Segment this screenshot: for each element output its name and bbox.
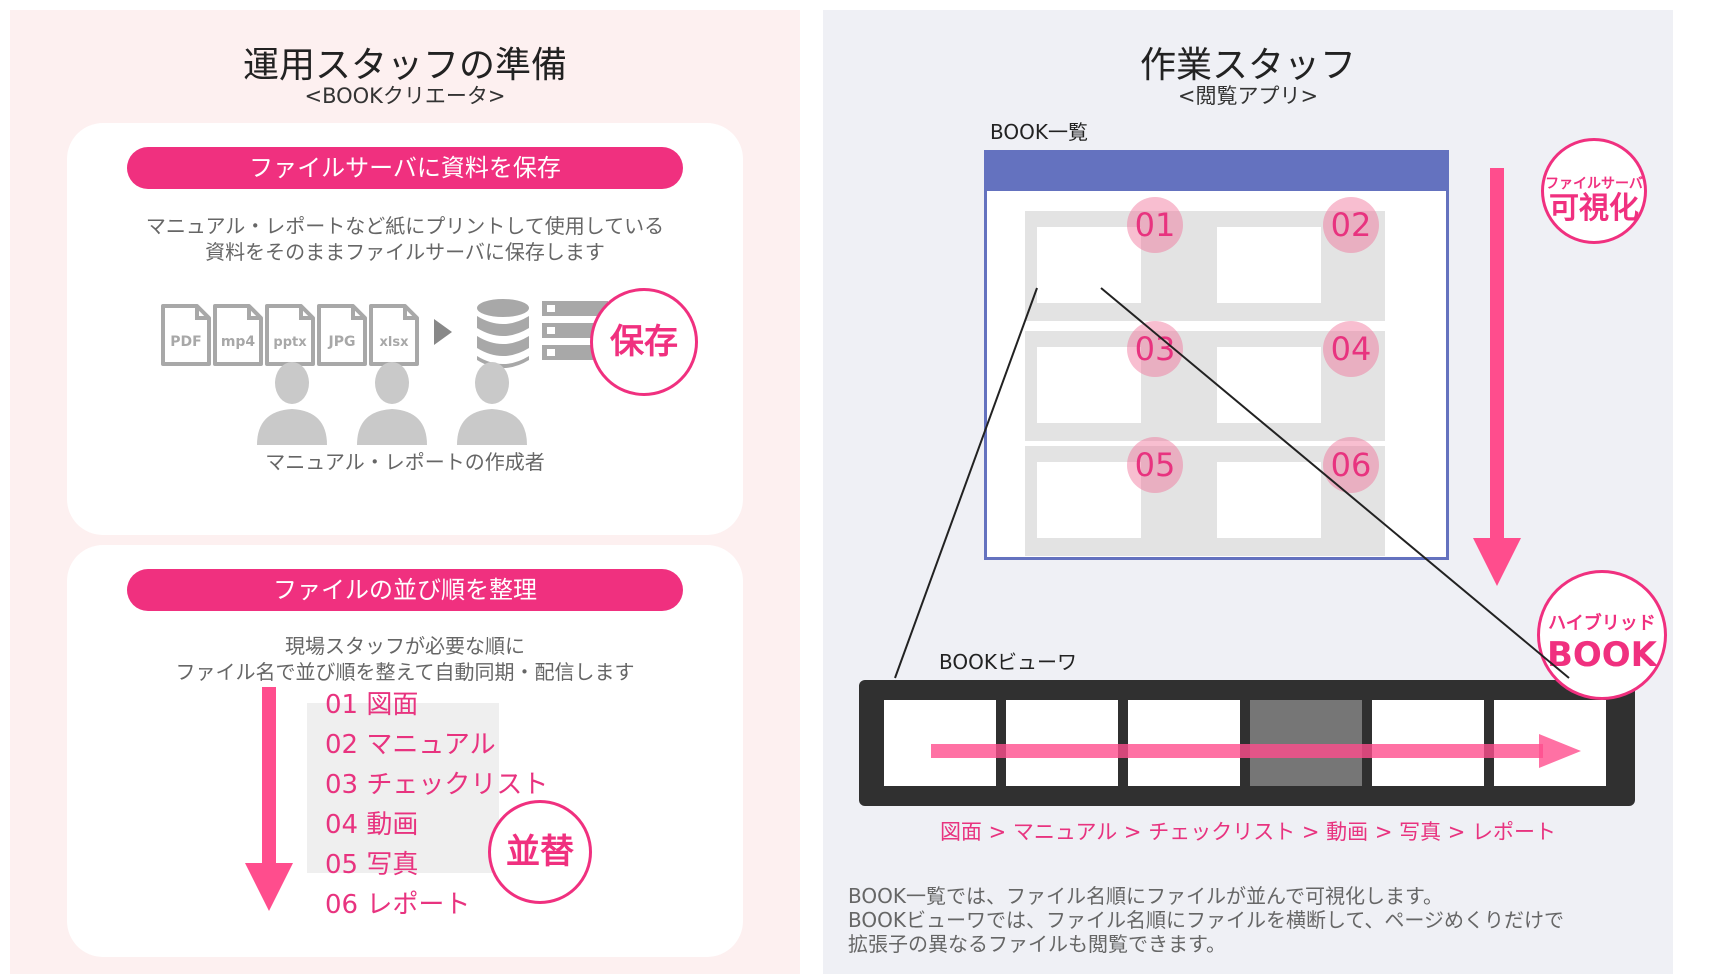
svg-text:mp4: mp4 [221, 334, 256, 350]
caption: BOOK一覧では、ファイル名順にファイルが並んで可視化します。 BOOKビューワ… [848, 884, 1564, 956]
viewer-page-checklist[interactable] [1128, 700, 1240, 786]
order-item: 05 写真 [325, 850, 419, 880]
svg-text:JPG: JPG [328, 334, 356, 350]
book-number: 01 [1127, 197, 1183, 253]
right-subtitle: <閲覧アプリ> [1177, 84, 1319, 108]
hybrid-book-bubble: ハイブリッド BOOK [1537, 570, 1667, 700]
order-desc: 現場スタッフが必要な順に ファイル名で並び順を整えて自動同期・配信します [175, 634, 635, 684]
viewer-page-video[interactable] [1250, 700, 1362, 786]
mp4-file-icon: mp4 [212, 303, 264, 367]
book-viewer-label: BOOKビューワ [939, 650, 1077, 674]
zoom-connector-lines [894, 287, 1570, 679]
left-panel: 運用スタッフの準備 <BOOKクリエータ> ファイルサーバに資料を保存 マニュア… [10, 10, 800, 974]
left-title: 運用スタッフの準備 [242, 45, 567, 86]
viewer-page-manual[interactable] [1006, 700, 1118, 786]
order-down-arrow-icon [245, 687, 293, 915]
book-list-window: 01 02 03 04 05 06 [984, 150, 1449, 560]
play-arrow-icon [434, 319, 452, 349]
viewer-page-drawing[interactable] [884, 700, 996, 786]
right-panel: 作業スタッフ <閲覧アプリ> BOOK一覧 01 02 03 04 05 06 … [823, 10, 1673, 974]
order-item: 01 図面 [325, 690, 419, 720]
svg-text:xlsx: xlsx [380, 335, 410, 350]
book-item-06[interactable] [1205, 446, 1385, 556]
storage-desc: マニュアル・レポートなど紙にプリントして使用している 資料をそのままファイルサー… [145, 214, 665, 264]
xlsx-file-icon: xlsx [368, 303, 420, 367]
order-item: 06 レポート [325, 890, 471, 920]
visualize-down-arrow-icon [1473, 168, 1521, 592]
book-list-label: BOOK一覧 [990, 120, 1088, 144]
left-subtitle: <BOOKクリエータ> [304, 84, 506, 108]
book-list-header [987, 153, 1446, 191]
jpg-file-icon: JPG [316, 303, 368, 367]
book-number: 06 [1323, 437, 1379, 493]
pdf-file-icon: PDF [160, 303, 212, 367]
book-viewer [859, 680, 1635, 806]
right-title: 作業スタッフ [1139, 45, 1356, 86]
order-list: 01 図面 02 マニュアル 03 チェックリスト 04 動画 05 写真 06… [325, 685, 548, 925]
book-item-05[interactable] [1025, 446, 1205, 556]
storage-heading: ファイルサーバに資料を保存 [127, 147, 683, 189]
flow-text: 図面 > マニュアル > チェックリスト > 動画 > 写真 > レポート [939, 820, 1557, 844]
visualize-bubble: ファイルサーバ 可視化 [1541, 138, 1647, 244]
book-number: 03 [1127, 321, 1183, 377]
book-item-01[interactable] [1025, 211, 1205, 321]
book-item-03[interactable] [1025, 331, 1205, 441]
svg-text:PDF: PDF [170, 334, 201, 350]
order-item: 03 チェックリスト [325, 770, 549, 800]
order-card: ファイルの並び順を整理 現場スタッフが必要な順に ファイル名で並び順を整えて自動… [67, 545, 743, 957]
book-item-04[interactable] [1205, 331, 1385, 441]
book-number: 04 [1323, 321, 1379, 377]
authors-label: マニュアル・レポートの作成者 [265, 450, 545, 474]
order-item: 02 マニュアル [325, 730, 496, 760]
viewer-page-photo[interactable] [1372, 700, 1484, 786]
order-list-backdrop [307, 703, 499, 873]
order-item: 04 動画 [325, 810, 419, 840]
viewer-flow-arrow-icon [931, 734, 1581, 772]
save-bubble: 保存 [590, 288, 698, 396]
book-number: 02 [1323, 197, 1379, 253]
order-heading: ファイルの並び順を整理 [127, 569, 683, 611]
svg-text:pptx: pptx [273, 335, 307, 350]
author-person-icon [247, 361, 537, 449]
pptx-file-icon: pptx [264, 303, 316, 367]
book-item-02[interactable] [1205, 211, 1385, 321]
book-number: 05 [1127, 437, 1183, 493]
reorder-bubble: 並替 [488, 800, 592, 904]
